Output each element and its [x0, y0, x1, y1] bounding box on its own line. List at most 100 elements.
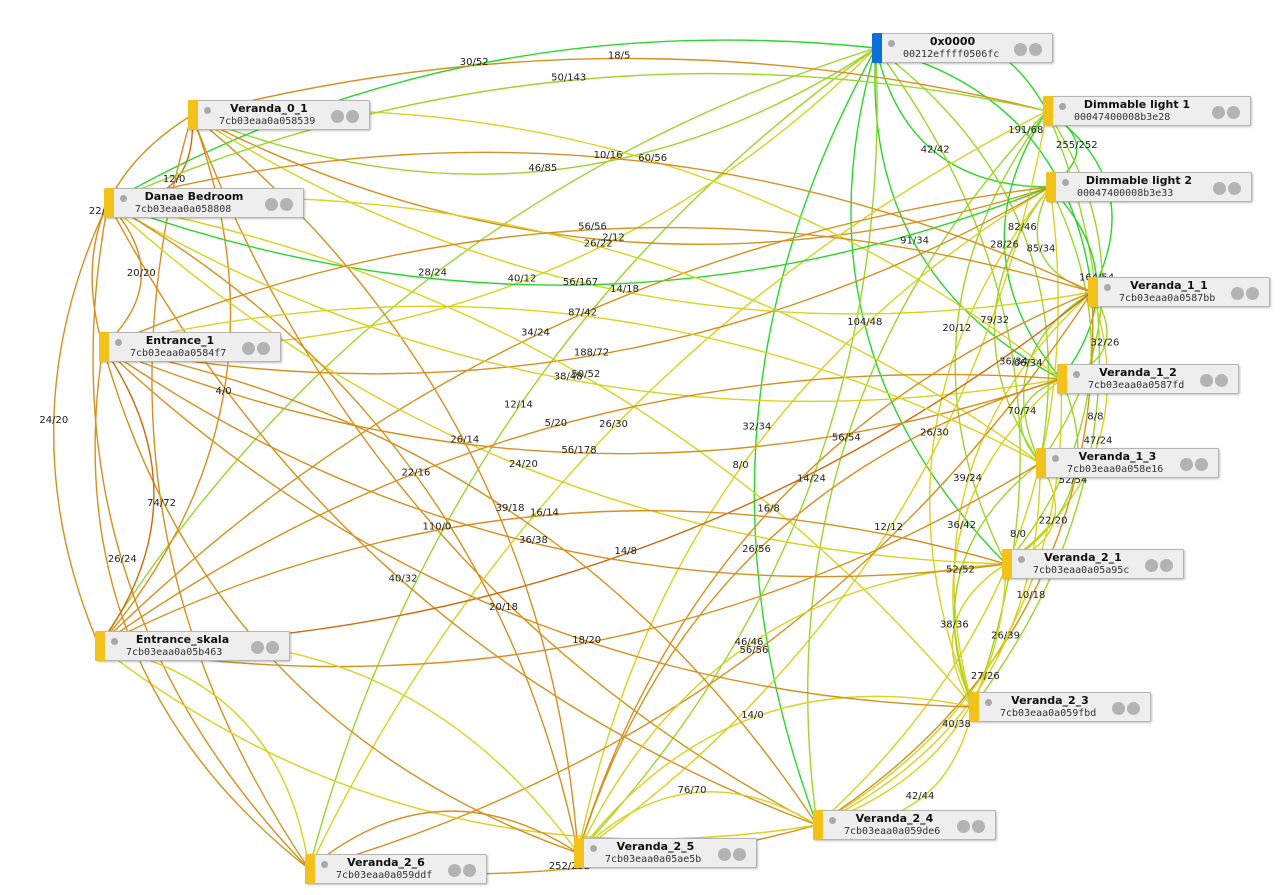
- node-name: Veranda_1_3: [1078, 450, 1157, 463]
- link-quality-label: 60/56: [638, 153, 667, 164]
- link-quality-label: 20/18: [489, 602, 518, 613]
- status-dot-icon: [1052, 455, 1059, 462]
- node-name: Entrance_1: [145, 334, 215, 347]
- circle-icon[interactable]: [733, 848, 746, 861]
- node-dimmable-light-1[interactable]: Dimmable light 1 00047400008b3e28: [1043, 96, 1251, 126]
- node-controls[interactable]: [1198, 372, 1232, 387]
- link-line: [577, 186, 1051, 854]
- node-veranda-2-1[interactable]: Veranda_2_1 7cb03eaa0a05a95c: [1002, 549, 1184, 579]
- circle-icon[interactable]: [265, 198, 278, 211]
- circle-icon[interactable]: [1212, 106, 1225, 119]
- circle-icon[interactable]: [1246, 287, 1259, 300]
- node-veranda-1-2[interactable]: Veranda_1_2 7cb03eaa0a0587fd: [1057, 364, 1239, 394]
- node-controls[interactable]: [955, 818, 989, 833]
- circle-icon[interactable]: [1195, 458, 1208, 471]
- circle-icon[interactable]: [1227, 106, 1240, 119]
- node-name: Dimmable light 1: [1083, 98, 1191, 111]
- circle-icon[interactable]: [1014, 43, 1027, 56]
- circle-icon[interactable]: [957, 820, 970, 833]
- link-line: [98, 640, 579, 854]
- node-dimmable-light-2[interactable]: Dimmable light 2 00047400008b3e33: [1046, 172, 1252, 202]
- node-danae-bedroom[interactable]: Danae Bedroom 7cb03eaa0a058808: [104, 188, 304, 218]
- circle-icon[interactable]: [251, 641, 264, 654]
- circle-icon[interactable]: [257, 342, 270, 355]
- link-line: [577, 291, 1093, 854]
- circle-icon[interactable]: [1228, 182, 1241, 195]
- node-controls[interactable]: [1143, 557, 1177, 572]
- node-name: 0x0000: [929, 35, 976, 48]
- status-dot-icon: [985, 699, 992, 706]
- circle-icon[interactable]: [1029, 43, 1042, 56]
- circle-icon[interactable]: [331, 110, 344, 123]
- node-controls[interactable]: [1012, 41, 1046, 56]
- node-controls[interactable]: [1211, 180, 1245, 195]
- link-quality-label: 79/32: [980, 315, 1009, 326]
- node-entrance-1[interactable]: Entrance_1 7cb03eaa0a0584f7: [99, 332, 281, 362]
- link-line: [308, 810, 579, 870]
- node-controls[interactable]: [716, 846, 750, 861]
- node-veranda-2-4[interactable]: Veranda_2_4 7cb03eaa0a059de6: [813, 810, 996, 840]
- node-controls[interactable]: [329, 108, 363, 123]
- link-line: [107, 202, 579, 854]
- circle-icon[interactable]: [280, 198, 293, 211]
- link-line: [102, 202, 143, 348]
- link-quality-label: 28/26: [990, 240, 1019, 251]
- node-veranda-1-1[interactable]: Veranda_1_1 7cb03eaa0a0587bb: [1088, 277, 1270, 307]
- link-line: [816, 186, 1059, 826]
- link-line: [1022, 291, 1093, 464]
- circle-icon[interactable]: [1215, 374, 1228, 387]
- node-controls[interactable]: [1178, 456, 1212, 471]
- circle-icon[interactable]: [972, 820, 985, 833]
- node-veranda-0-1[interactable]: Veranda_0_1 7cb03eaa0a058539: [188, 100, 370, 130]
- link-line: [191, 47, 877, 175]
- circle-icon[interactable]: [1200, 374, 1213, 387]
- status-dot-icon: [1059, 103, 1066, 110]
- link-line: [993, 186, 1051, 464]
- link-quality-label: 87/42: [568, 308, 597, 319]
- link-line: [102, 346, 818, 826]
- node-controls[interactable]: [1110, 700, 1144, 715]
- node-veranda-2-6[interactable]: Veranda_2_6 7cb03eaa0a059ddf: [305, 854, 487, 884]
- link-line: [816, 563, 1007, 826]
- circle-icon[interactable]: [448, 864, 461, 877]
- circle-icon[interactable]: [1145, 559, 1158, 572]
- circle-icon[interactable]: [1160, 559, 1173, 572]
- node-address: 7cb03eaa0a058e16: [1067, 464, 1164, 475]
- node-veranda-2-5[interactable]: Veranda_2_5 7cb03eaa0a05ae5b: [574, 838, 757, 868]
- node-address: 7cb03eaa0a058539: [219, 116, 316, 127]
- link-line: [98, 373, 1062, 647]
- link-quality-label: 24/20: [39, 415, 68, 426]
- node-veranda-2-3[interactable]: Veranda_2_3 7cb03eaa0a059fbd: [969, 692, 1151, 722]
- link-quality-label: 18/5: [608, 51, 630, 62]
- node-controls[interactable]: [240, 340, 274, 355]
- link-line: [94, 346, 310, 870]
- circle-icon[interactable]: [718, 848, 731, 861]
- circle-icon[interactable]: [1213, 182, 1226, 195]
- circle-icon[interactable]: [346, 110, 359, 123]
- node-address: 00047400008b3e28: [1074, 112, 1171, 123]
- circle-icon[interactable]: [1231, 287, 1244, 300]
- circle-icon[interactable]: [1180, 458, 1193, 471]
- link-line: [1005, 378, 1079, 565]
- link-line: [577, 695, 974, 854]
- link-quality-label: 191/68: [1008, 125, 1043, 136]
- node-controls[interactable]: [263, 196, 297, 211]
- status-dot-icon: [590, 845, 597, 852]
- node-controls[interactable]: [446, 862, 480, 877]
- node-veranda-1-3[interactable]: Veranda_1_3 7cb03eaa0a058e16: [1036, 448, 1219, 478]
- status-dot-icon: [204, 107, 211, 114]
- node-address: 7cb03eaa0a059de6: [844, 826, 941, 837]
- circle-icon[interactable]: [242, 342, 255, 355]
- node-coordinator[interactable]: 0x0000 00212effff0506fc: [872, 33, 1053, 63]
- node-controls[interactable]: [1229, 285, 1263, 300]
- node-entrance-skala[interactable]: Entrance_skala 7cb03eaa0a05b463: [95, 631, 290, 661]
- circle-icon[interactable]: [266, 641, 279, 654]
- node-address: 7cb03eaa0a0587bb: [1119, 293, 1216, 304]
- node-controls[interactable]: [249, 639, 283, 654]
- link-line: [191, 114, 1093, 315]
- circle-icon[interactable]: [1127, 702, 1140, 715]
- circle-icon[interactable]: [1112, 702, 1125, 715]
- circle-icon[interactable]: [463, 864, 476, 877]
- link-quality-label: 52/52: [946, 564, 975, 575]
- node-controls[interactable]: [1210, 104, 1244, 119]
